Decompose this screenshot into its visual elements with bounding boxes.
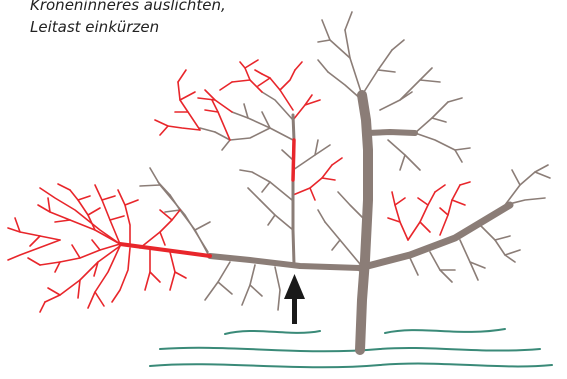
right-scaffold-limb xyxy=(360,205,510,268)
main-limbs xyxy=(210,95,510,350)
upper-right-branch xyxy=(368,132,415,133)
up-arrow-icon xyxy=(284,274,305,324)
grass-line xyxy=(150,364,552,368)
left-scaffold-limb xyxy=(210,256,360,268)
cut-twigs xyxy=(8,60,470,312)
cut-limbs xyxy=(120,140,294,256)
grass-line xyxy=(385,329,505,333)
grass-line xyxy=(225,331,320,334)
ground xyxy=(150,329,552,367)
grass-line xyxy=(160,348,540,352)
leader-cut-section xyxy=(120,244,210,256)
upright-stem-cut-section xyxy=(293,140,294,180)
upright-stem xyxy=(293,115,294,264)
